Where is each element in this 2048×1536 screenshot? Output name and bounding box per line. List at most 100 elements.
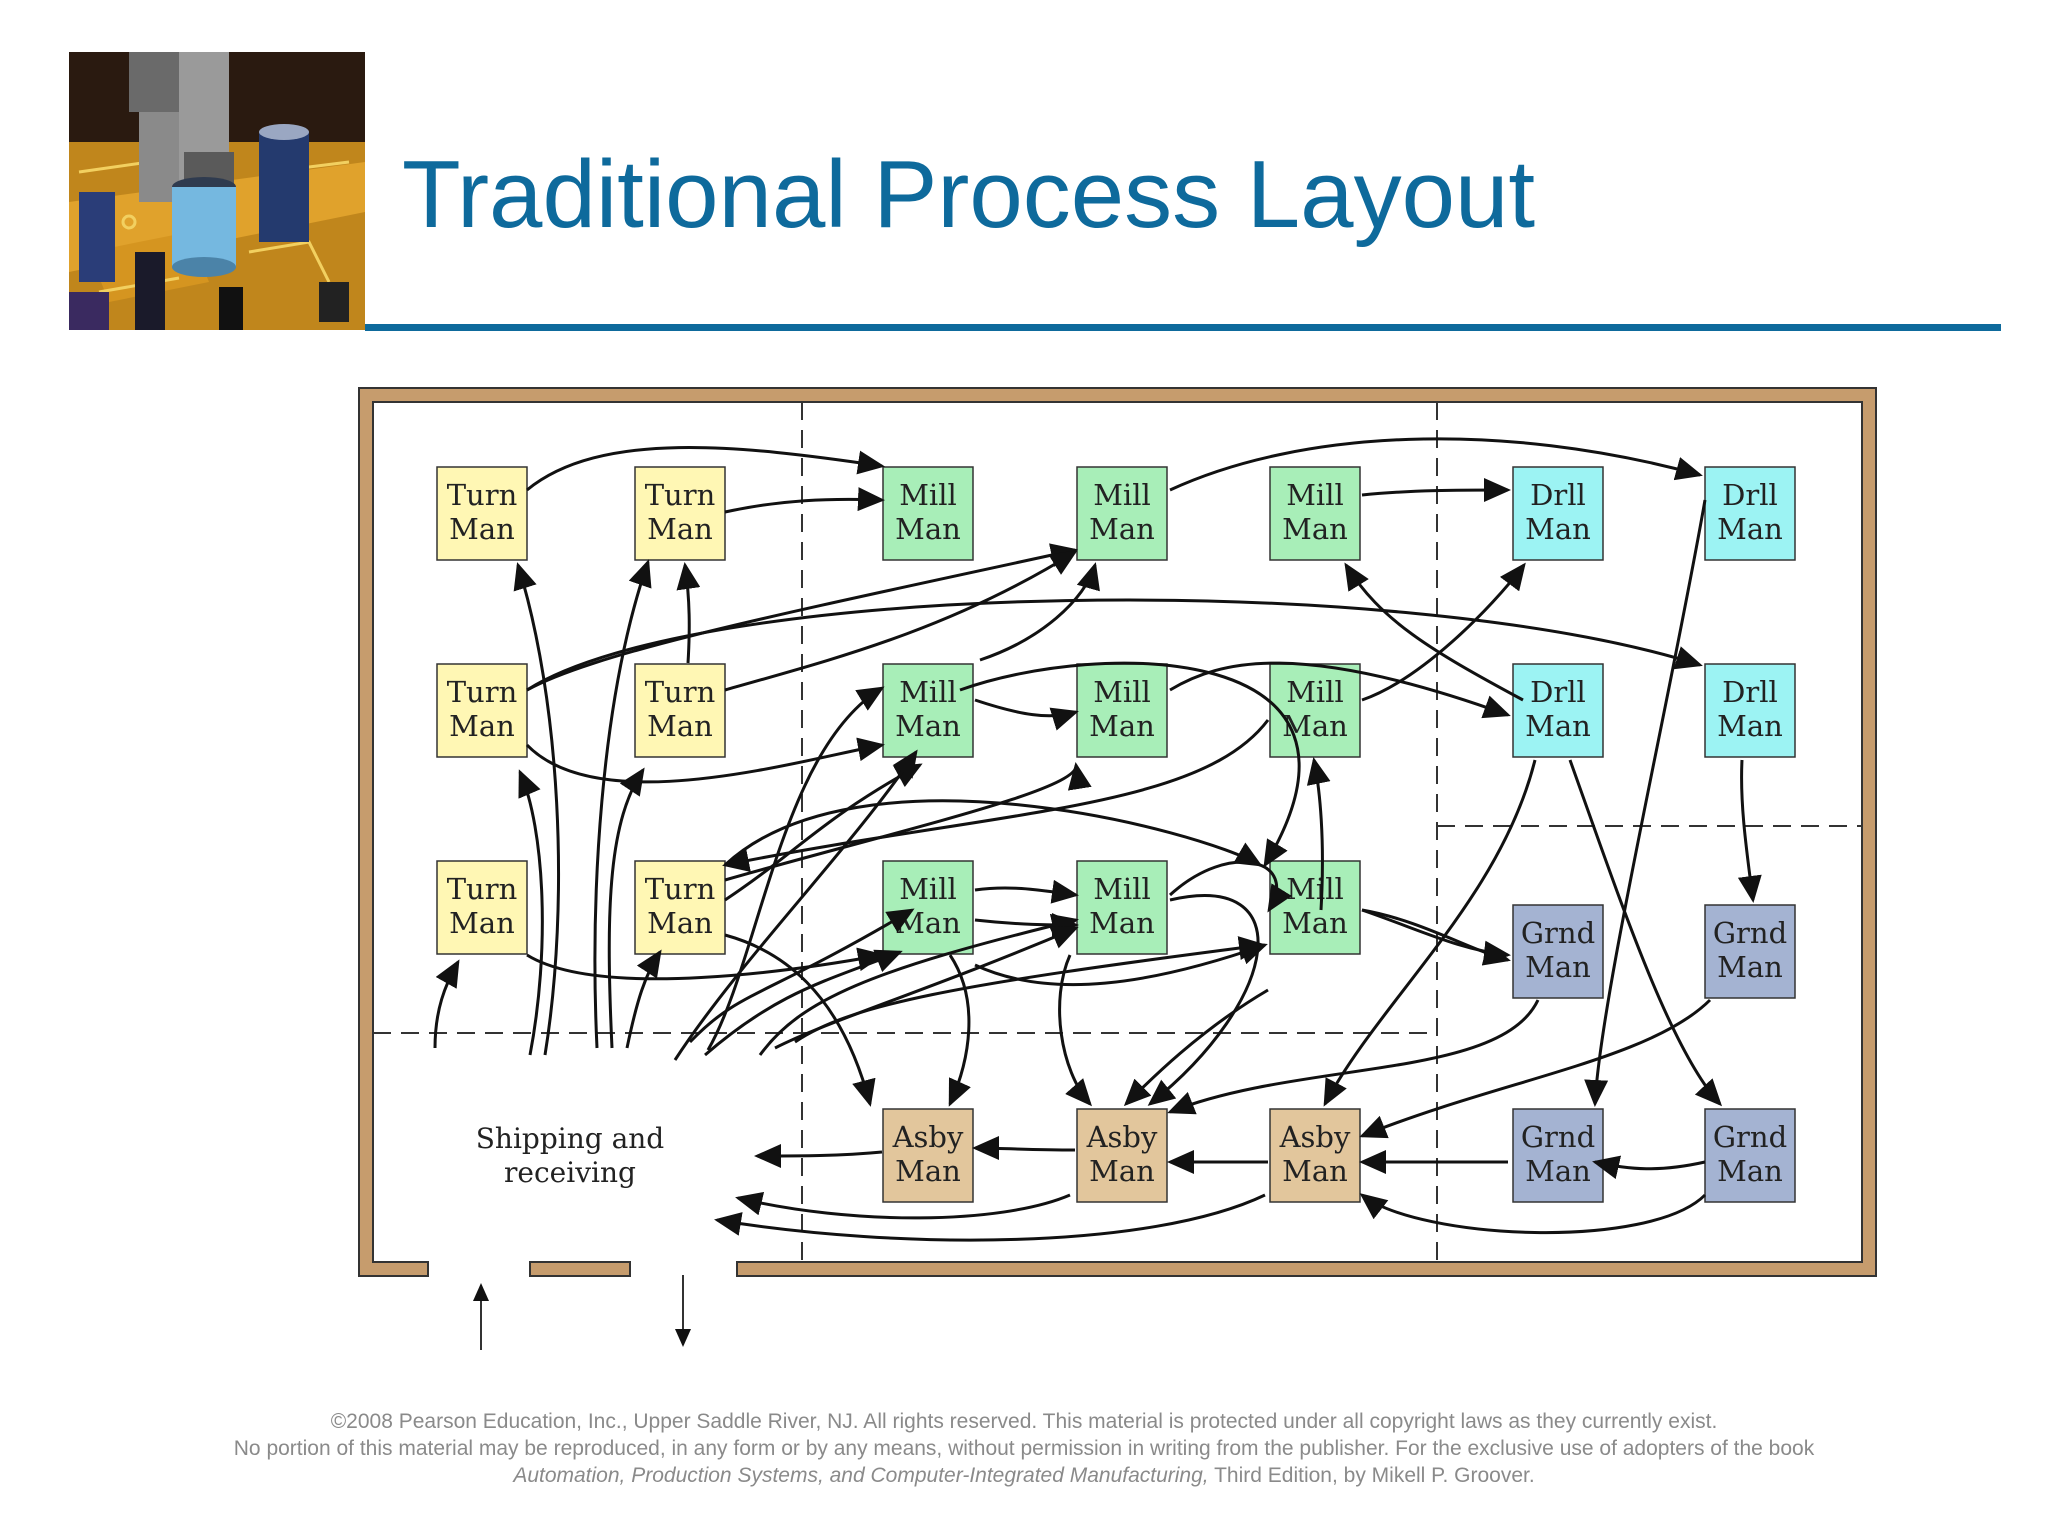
machine-label: Asby — [892, 1120, 964, 1154]
machine-box — [1704, 904, 1796, 999]
machine-box — [1512, 904, 1604, 999]
machine-label: Man — [1525, 512, 1591, 546]
machine-label: Turn — [447, 675, 518, 709]
machine-label: Man — [1282, 1154, 1348, 1188]
machine-box — [882, 860, 974, 955]
machine-label: Man — [895, 709, 961, 743]
machines: TurnManTurnManTurnManTurnManTurnManTurnM… — [436, 466, 1796, 1203]
machine-label: Man — [1089, 906, 1155, 940]
machine-box — [1704, 663, 1796, 758]
machine-label: Man — [1717, 950, 1783, 984]
machine-label: Mill — [1286, 478, 1344, 512]
copyright-line: No portion of this material may be repro… — [233, 1437, 1815, 1460]
copyright-line: ©2008 Pearson Education, Inc., Upper Sad… — [330, 1410, 1718, 1433]
machine-box — [1269, 1108, 1361, 1203]
machine-label: Turn — [645, 675, 716, 709]
machine-box — [1512, 663, 1604, 758]
machine-label: Asby — [1279, 1120, 1351, 1154]
copyright-line: Automation, Production Systems, and Comp… — [0, 1462, 2048, 1489]
machine-label: Man — [1525, 1154, 1591, 1188]
machine-label: Drll — [1530, 675, 1586, 709]
machine-label: Mill — [1286, 675, 1344, 709]
machine-label: Drll — [1530, 478, 1586, 512]
machine-box — [1076, 860, 1168, 955]
machine-label: Mill — [1093, 478, 1151, 512]
copyright-footer: ©2008 Pearson Education, Inc., Upper Sad… — [0, 1408, 2048, 1489]
machine-label: Man — [449, 709, 515, 743]
machine-label: Man — [1717, 1154, 1783, 1188]
machine-label: Man — [1089, 512, 1155, 546]
machine-label: Grnd — [1521, 916, 1595, 950]
machine-label: Mill — [1093, 675, 1151, 709]
machine-label: Man — [895, 512, 961, 546]
machine-label: Man — [1525, 950, 1591, 984]
machine-label: Mill — [899, 478, 957, 512]
machine-label: Grnd — [1713, 1120, 1787, 1154]
machine-box — [1269, 466, 1361, 561]
machine-box — [1704, 466, 1796, 561]
book-title: Automation, Production Systems, and Comp… — [513, 1464, 1209, 1487]
machine-box — [634, 663, 726, 758]
machine-box — [1512, 1108, 1604, 1203]
machine-box — [1704, 1108, 1796, 1203]
machine-label: Man — [895, 1154, 961, 1188]
machine-label: Grnd — [1713, 916, 1787, 950]
machine-label: Mill — [899, 675, 957, 709]
machine-box — [882, 466, 974, 561]
factory-walls — [358, 387, 1877, 1277]
machine-label: Mill — [1286, 872, 1344, 906]
machine-box — [1269, 663, 1361, 758]
shipping-receiving-label: Shipping and — [476, 1122, 665, 1155]
machine-label: Man — [1282, 906, 1348, 940]
department-dividers — [373, 402, 1862, 1262]
machine-box — [1076, 663, 1168, 758]
machine-box — [634, 466, 726, 561]
machine-label: Man — [449, 512, 515, 546]
circuit-board-photo — [69, 52, 365, 330]
shipping-receiving-label: receiving — [504, 1156, 636, 1189]
machine-label: Drll — [1722, 675, 1778, 709]
machine-label: Man — [1717, 709, 1783, 743]
material-flow-arrows — [433, 437, 1762, 1242]
machine-label: Man — [1089, 1154, 1155, 1188]
machine-box — [1512, 466, 1604, 561]
machine-box — [1076, 466, 1168, 561]
machine-label: Man — [449, 906, 515, 940]
machine-label: Turn — [447, 478, 518, 512]
machine-label: Drll — [1722, 478, 1778, 512]
machine-label: Man — [647, 709, 713, 743]
machine-label: Man — [1282, 709, 1348, 743]
machine-label: Man — [647, 512, 713, 546]
machine-box — [436, 663, 528, 758]
machine-label: Asby — [1086, 1120, 1158, 1154]
machine-box — [634, 860, 726, 955]
slide-title: Traditional Process Layout — [402, 141, 1536, 248]
machine-label: Mill — [899, 872, 957, 906]
machine-label: Man — [1717, 512, 1783, 546]
book-edition: Third Edition, by Mikell P. Groover. — [1208, 1464, 1535, 1487]
machine-box — [1076, 1108, 1168, 1203]
machine-label: Grnd — [1521, 1120, 1595, 1154]
